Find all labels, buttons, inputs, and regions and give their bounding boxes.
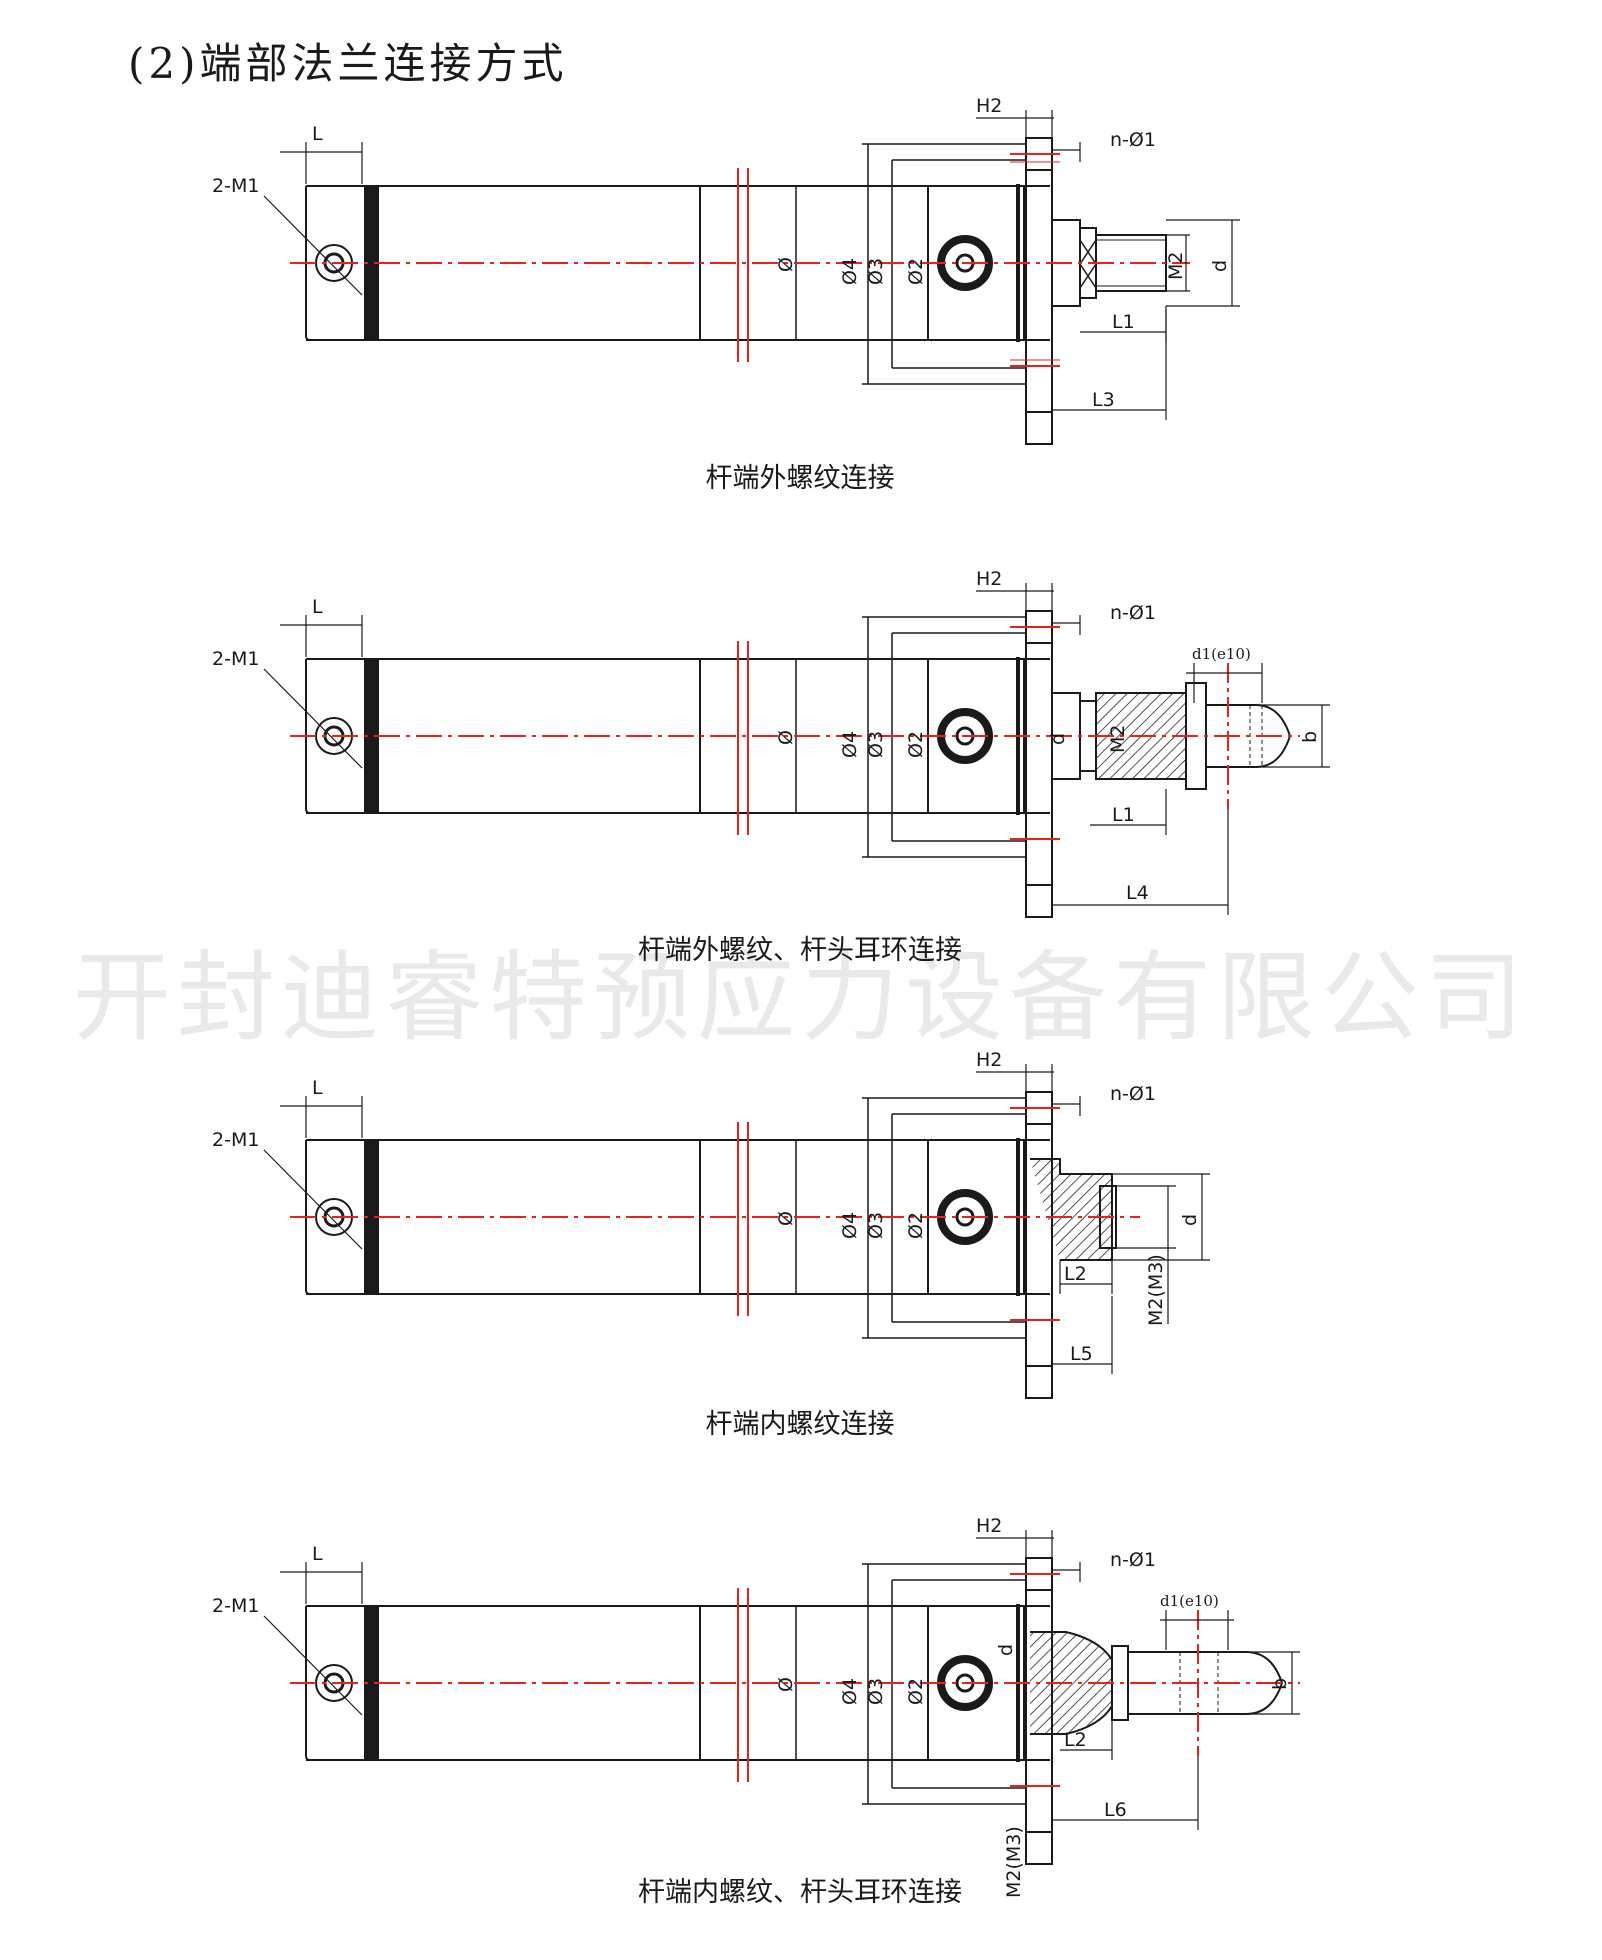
- dim-phi3: Ø3: [865, 731, 887, 758]
- dim-phi4: Ø4: [839, 1212, 861, 1239]
- dim-phi3: Ø3: [865, 258, 887, 285]
- dim-l4: L4: [1126, 882, 1149, 904]
- watermark: 开封迪睿特预应力设备有限公司: [72, 941, 1529, 1055]
- dim-phi4: Ø4: [839, 731, 861, 758]
- cylinder-body: [305, 137, 1167, 445]
- cylinder-body: [305, 610, 1292, 918]
- dim-m2m3: M2(M3): [1145, 1254, 1167, 1326]
- dim-phi2: Ø2: [905, 1212, 927, 1239]
- dim-holes: n-Ø1: [1110, 1549, 1156, 1571]
- caption-4: 杆端内螺纹、杆头耳环连接: [638, 1877, 962, 1908]
- dim-b: b: [1269, 1678, 1291, 1690]
- centerlines: [290, 1107, 1140, 1321]
- dim-phi3: Ø3: [865, 1678, 887, 1705]
- dim-d: d: [995, 1644, 1017, 1656]
- dim-d: d: [1047, 733, 1069, 745]
- dim-d1: d1(e10): [1160, 1592, 1219, 1610]
- diagram-4: L 2-M1 H2 n-Ø1 Ø Ø4 Ø3 Ø2 d d1(e10) b M2…: [212, 1515, 1300, 1898]
- dimensions: [263, 110, 1240, 420]
- dim-port: 2-M1: [212, 1595, 259, 1617]
- dim-d: d: [1179, 1214, 1201, 1226]
- cylinder-body: [305, 1091, 1117, 1399]
- dimensions: [263, 1530, 1300, 1830]
- diagram-1: L 2-M1 H2 n-Ø1 Ø Ø4 Ø3 Ø2 M2 d L1 L3: [212, 95, 1240, 445]
- dim-l: L: [312, 1077, 323, 1099]
- dim-b: b: [1299, 731, 1321, 743]
- dim-l5: L5: [1070, 1343, 1093, 1365]
- dimensions: [263, 583, 1330, 915]
- dim-h2: H2: [976, 1049, 1002, 1071]
- dim-l2: L2: [1064, 1729, 1087, 1751]
- dim-phi2: Ø2: [905, 258, 927, 285]
- dim-phi: Ø: [775, 1677, 797, 1692]
- dim-l: L: [312, 123, 323, 145]
- dim-port: 2-M1: [212, 175, 259, 197]
- outer-frames: [795, 1563, 1026, 1805]
- centerlines: [290, 153, 1190, 367]
- caption-3: 杆端内螺纹连接: [705, 1409, 895, 1440]
- dim-port: 2-M1: [212, 1129, 259, 1151]
- dim-phi: Ø: [775, 1211, 797, 1226]
- dim-l6: L6: [1104, 1799, 1127, 1821]
- dim-l: L: [312, 1543, 323, 1565]
- dimensions: [263, 1064, 1210, 1374]
- dim-phi4: Ø4: [839, 258, 861, 285]
- dim-h2: H2: [976, 95, 1002, 117]
- diagram-3: L 2-M1 H2 n-Ø1 Ø Ø4 Ø3 Ø2 d M2(M3) L2 L5: [212, 1049, 1210, 1399]
- dim-holes: n-Ø1: [1110, 602, 1156, 624]
- page-title: (2)端部法兰连接方式: [128, 39, 568, 88]
- dim-phi2: Ø2: [905, 1678, 927, 1705]
- dim-l1: L1: [1112, 311, 1135, 333]
- dim-holes: n-Ø1: [1110, 1083, 1156, 1105]
- dim-phi: Ø: [775, 730, 797, 745]
- dim-h2: H2: [976, 568, 1002, 590]
- cylinder-body: [305, 1557, 1284, 1865]
- dim-m2: M2: [1107, 725, 1129, 753]
- dim-phi2: Ø2: [905, 731, 927, 758]
- caption-1: 杆端外螺纹连接: [705, 463, 895, 494]
- dim-h2: H2: [976, 1515, 1002, 1537]
- diagram-2: L 2-M1 H2 n-Ø1 Ø Ø4 Ø3 Ø2 M2 d d1(e10) b…: [212, 568, 1330, 918]
- caption-2: 杆端外螺纹、杆头耳环连接: [638, 935, 962, 966]
- dim-holes: n-Ø1: [1110, 129, 1156, 151]
- dim-l: L: [312, 596, 323, 618]
- centerlines: [290, 626, 1300, 840]
- dim-d: d: [1209, 260, 1231, 272]
- dim-d1: d1(e10): [1192, 645, 1251, 663]
- dim-l1: L1: [1112, 804, 1135, 826]
- dim-phi3: Ø3: [865, 1212, 887, 1239]
- dim-l3: L3: [1092, 389, 1115, 411]
- rod-end-hatched: [1030, 1158, 1113, 1261]
- flange-plate: [1025, 137, 1053, 445]
- dim-m2m3: M2(M3): [1003, 1826, 1025, 1898]
- dim-phi4: Ø4: [839, 1678, 861, 1705]
- dim-l2: L2: [1064, 1263, 1087, 1285]
- dim-phi: Ø: [775, 257, 797, 272]
- centerlines: [290, 1573, 1300, 1787]
- dim-port: 2-M1: [212, 648, 259, 670]
- dim-m2: M2: [1165, 252, 1187, 280]
